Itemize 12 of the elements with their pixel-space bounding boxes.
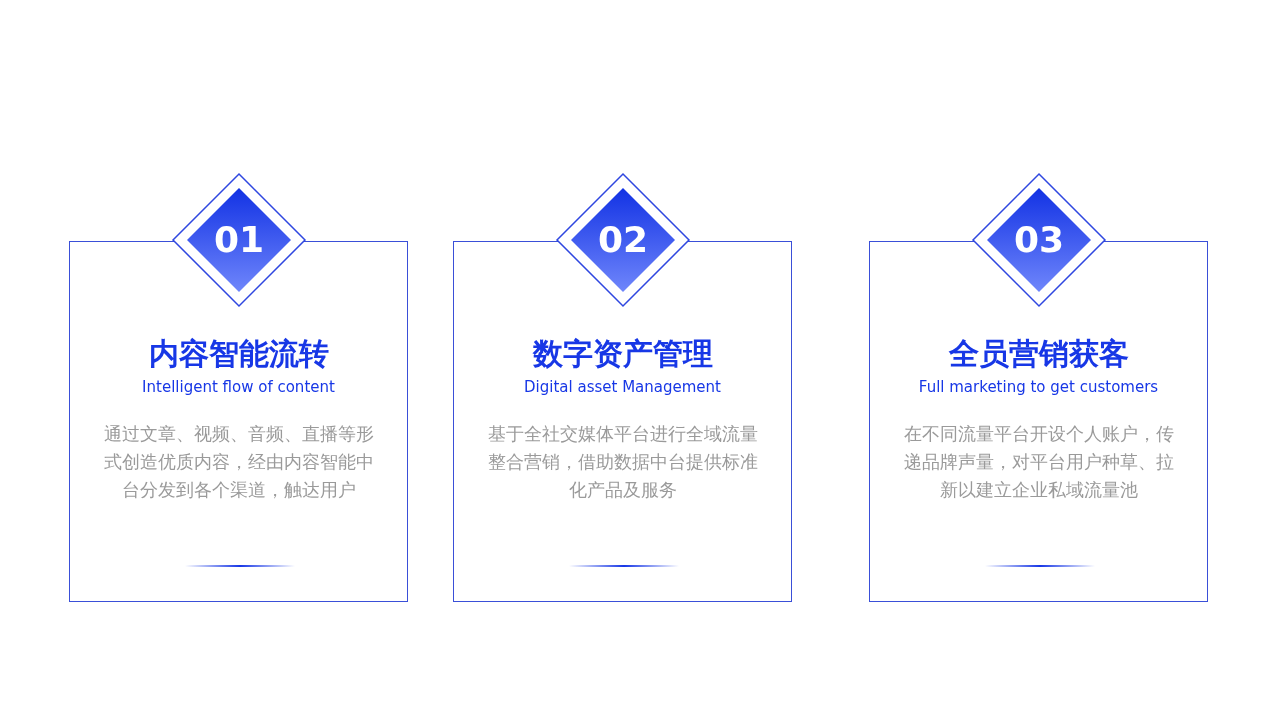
card-heading: 内容智能流转 [147, 335, 330, 373]
card-description: 在不同流量平台开设个人账户，传递品牌声量，对平台用户种草、拉新以建立企业私域流量池 [902, 422, 1175, 502]
card-description: 基于全社交媒体平台进行全域流量整合营销，借助数据中台提供标准化产品及服务 [486, 422, 759, 502]
step-number: 01 [212, 218, 266, 262]
card-subtitle: Intelligent flow of content [141, 378, 336, 396]
card-heading: 数字资产管理 [531, 335, 714, 373]
step-number: 03 [1012, 218, 1066, 262]
step-number: 02 [596, 218, 650, 262]
card-subtitle: Full marketing to get customers [917, 378, 1160, 396]
card-subtitle: Digital asset Management [523, 378, 722, 396]
card-description: 通过文章、视频、音频、直播等形式创造优质内容，经由内容智能中台分发到各个渠道，触达用户 [102, 422, 375, 502]
card-heading: 全员营销获客 [947, 335, 1130, 373]
